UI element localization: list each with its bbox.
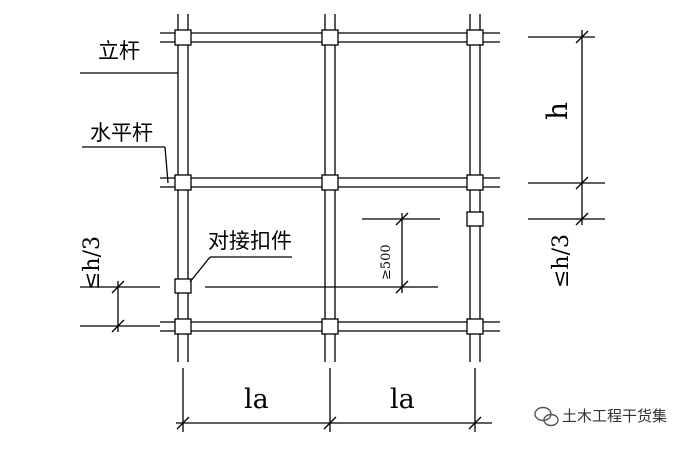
wechat-icon (534, 406, 559, 427)
leader-butt-coupler-b (189, 256, 211, 283)
leader-horizontal-bar-b (164, 146, 169, 184)
dim-left-tick-bottom (111, 319, 125, 333)
right-angle-couplers (174, 29, 484, 335)
label-right-h-third: ≤h/3 (549, 234, 574, 288)
dim-right-tick-top (575, 30, 589, 44)
label-h: h (541, 102, 574, 120)
butt-couplers (174, 211, 484, 294)
dim-left-tick-top (111, 280, 125, 294)
label-ge-500: ≥500 (379, 244, 394, 280)
drawing-lines (80, 14, 605, 432)
label-la-left: la (244, 384, 269, 415)
watermark: 土木工程干货集 (534, 406, 667, 427)
label-vertical-pole: 立杆 (98, 39, 140, 63)
dim-middle-tick-bottom (395, 280, 409, 294)
dim-bottom-tick-right (468, 416, 482, 430)
label-left-h-third: ≤h/3 (80, 236, 105, 290)
watermark-text: 土木工程干货集 (562, 407, 667, 425)
dim-right-tick-lower (575, 212, 589, 226)
dim-right-tick-middle (575, 176, 589, 190)
dim-bottom-tick-middle (323, 416, 337, 430)
label-la-right: la (390, 384, 415, 415)
label-horizontal-bar: 水平杆 (90, 121, 153, 145)
label-butt-coupler: 对接扣件 (208, 229, 292, 253)
dim-bottom-tick-left (176, 416, 190, 430)
dim-middle-tick-top (395, 212, 409, 226)
